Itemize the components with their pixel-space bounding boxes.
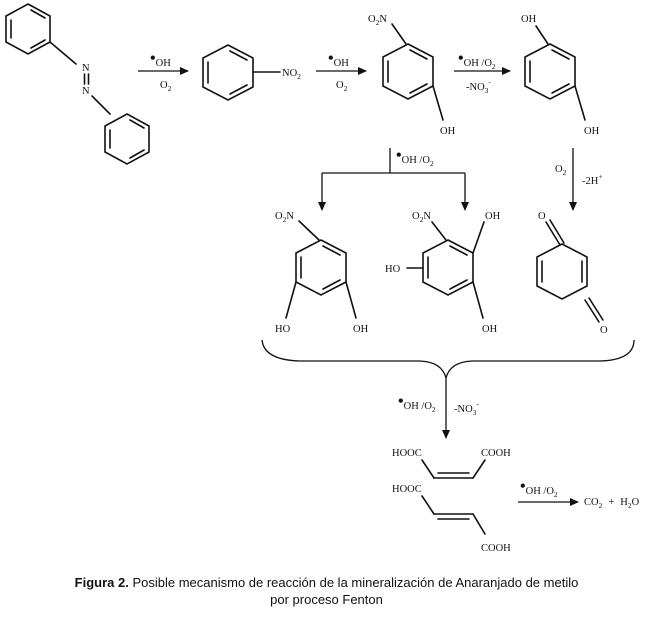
maleic-acid-molecule: HOOC COOH (392, 448, 511, 479)
products-co2-h2o: CO2+H2O (584, 497, 640, 510)
azo-n-bottom: N (82, 86, 90, 97)
nitrophenol-molecule: O2N OH (368, 14, 456, 137)
fumaric-acid-molecule: HOOC COOH (392, 484, 511, 554)
arrow4-2h: -2H+ (582, 172, 603, 187)
hydroquinone-oh-bottom: OH (584, 126, 600, 137)
arrow-to-mineralization: •OH /O2 CO2+H2O (518, 478, 640, 510)
caption-line-1: Figura 2. Posible mecanismo de reacción … (0, 574, 653, 591)
trihydroxy-oh-left: HO (385, 264, 401, 275)
nitrocatechol-oh-left: HO (275, 324, 291, 335)
figure-label: Figura 2. (74, 575, 129, 590)
arrow3-no3: -NO3- (466, 77, 491, 95)
trihydroxy-no2: O2N (412, 211, 431, 224)
branch-oh-o2: •OH /O2 (396, 147, 434, 168)
hydroquinone-oh-top: OH (521, 14, 537, 25)
benzoquinone-o-bottom: O (600, 325, 608, 336)
arrow4-o2: O2 (555, 164, 567, 177)
arrow-nitrophenol-to-hydroquinone: •OH /O2 -NO3- (454, 50, 511, 95)
arrow3-oh-o2: •OH /O2 (458, 50, 496, 71)
trihydroxy-oh-top: OH (485, 211, 501, 222)
nitro-trihydroxybenzene-molecule: O2N OH HO OH (385, 211, 501, 335)
caption-text-1: Posible mecanismo de reacción de la mine… (128, 575, 579, 590)
arrow2-oh-radical: •OH (328, 50, 349, 69)
nitrophenol-oh: OH (440, 126, 456, 137)
fumaric-hooc: HOOC (392, 484, 422, 495)
maleic-cooh: COOH (481, 448, 511, 459)
nitrocatechol-molecule: O2N HO OH (275, 211, 369, 335)
branch-arrow-hydroxylation: •OH /O2 (318, 147, 469, 211)
azo-n-top: N (82, 63, 90, 74)
arrow1-o2: O2 (160, 80, 172, 93)
arrow2-o2: O2 (336, 80, 348, 93)
arrow5-no3: -NO3- (454, 399, 479, 417)
trihydroxy-oh-bottom: OH (482, 324, 498, 335)
nitrobenzene-molecule: NO2 (202, 44, 301, 101)
nitrocatechol-no2: O2N (275, 211, 294, 224)
nitrobenzene-no2: NO2 (282, 68, 301, 81)
maleic-hooc: HOOC (392, 448, 422, 459)
hydroquinone-molecule: OH OH (521, 14, 600, 137)
arrow-nitrobenzene-to-nitrophenol: •OH O2 (316, 50, 367, 93)
arrow6-oh-o2: •OH /O2 (520, 478, 558, 499)
arrow-azobenzene-to-nitrobenzene: •OH O2 (138, 50, 189, 93)
fumaric-cooh: COOH (481, 543, 511, 554)
nitrophenol-no2: O2N (368, 14, 387, 27)
grouping-brace (261, 339, 635, 379)
arrow-to-dicarboxylic-acids: •OH /O2 -NO3- (398, 378, 479, 439)
benzoquinone-molecule: O O (536, 211, 608, 336)
benzoquinone-o-top: O (538, 211, 546, 222)
azobenzene-molecule: N N (5, 3, 150, 165)
arrow1-oh-radical: •OH (150, 50, 171, 69)
arrow5-oh-o2: •OH /O2 (398, 393, 436, 414)
caption-line-2: por proceso Fenton (270, 592, 383, 607)
arrow-hydroquinone-to-benzoquinone: O2 -2H+ (555, 148, 603, 211)
nitrocatechol-oh-right: OH (353, 324, 369, 335)
figure-caption: Figura 2. Posible mecanismo de reacción … (0, 574, 653, 608)
